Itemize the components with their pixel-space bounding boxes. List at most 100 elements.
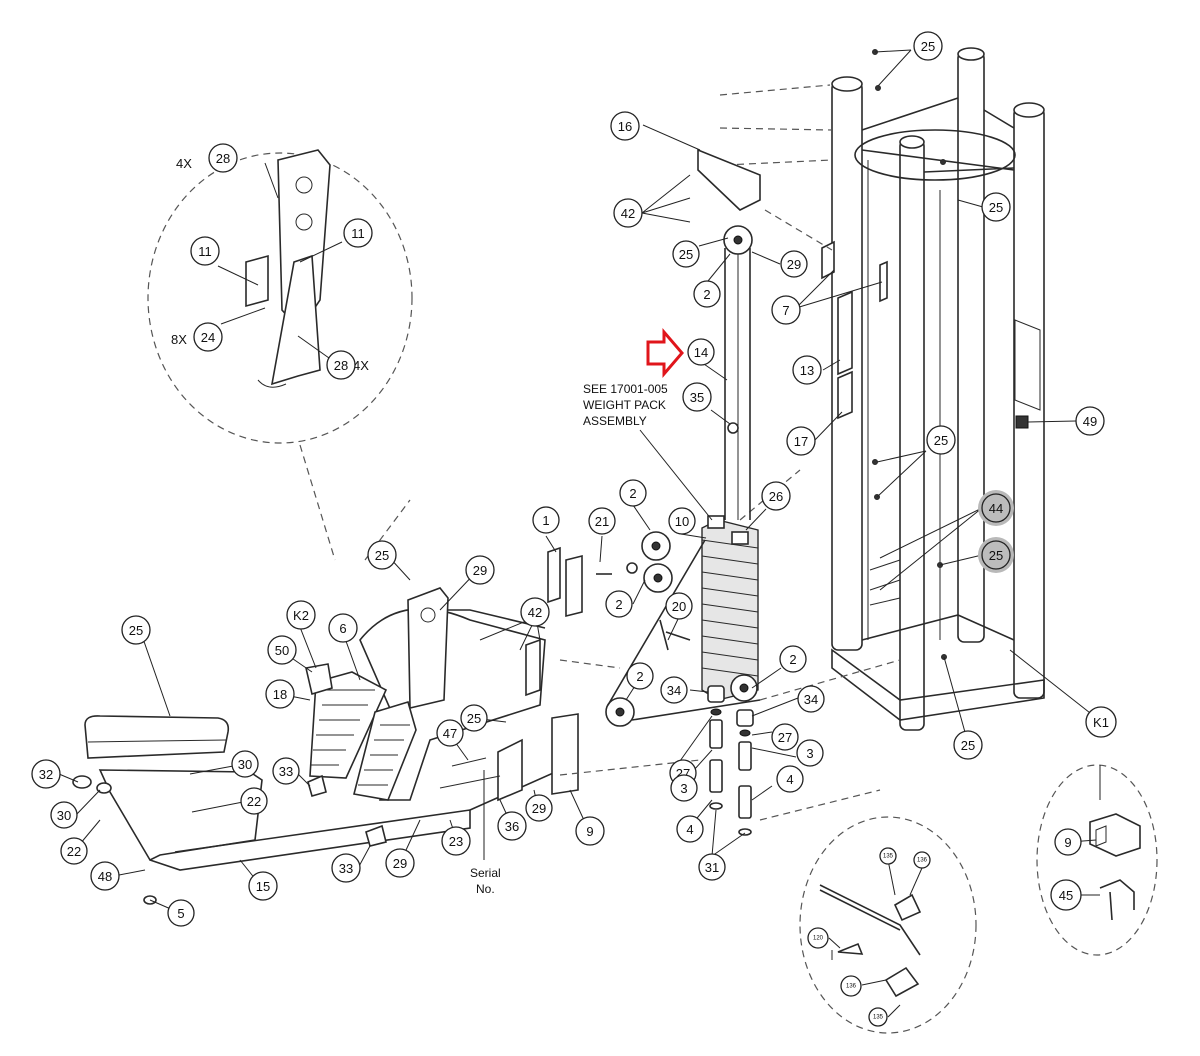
callout-label: 1	[542, 513, 549, 528]
callout-label: 49	[1083, 414, 1097, 429]
callout-circle	[31, 759, 61, 789]
callout-25: 25	[926, 425, 956, 455]
callout-label: 10	[675, 514, 689, 529]
callout-K2: K2	[286, 600, 316, 630]
callout-label: 29	[787, 257, 801, 272]
callout-label: 9	[586, 824, 593, 839]
callout-circle	[780, 250, 808, 278]
callout-circle	[441, 826, 471, 856]
callout-13: 13	[792, 355, 822, 385]
callout-36: 36	[497, 811, 527, 841]
callout-circle	[331, 853, 361, 883]
callout-circle	[326, 350, 356, 380]
callout-circle	[698, 853, 726, 881]
callout-label: 42	[528, 605, 542, 620]
callout-label: 25	[375, 548, 389, 563]
callout-circle	[953, 730, 983, 760]
callout-33: 33	[331, 853, 361, 883]
callout-136: 136	[913, 851, 931, 869]
serial-number-label: Serial No.	[470, 866, 501, 896]
callout-circle	[1085, 706, 1117, 738]
callout-2: 2	[619, 479, 647, 507]
cable-attachment-parts	[819, 884, 922, 998]
callout-circle	[786, 426, 816, 456]
callout-circle	[50, 801, 78, 829]
callout-circle	[436, 719, 464, 747]
callout-135: 135	[879, 847, 897, 865]
callout-circle	[575, 816, 605, 846]
callout-label: 26	[769, 489, 783, 504]
callout-circle	[588, 507, 616, 535]
red-highlight-arrow	[646, 327, 684, 379]
callout-circle	[693, 280, 721, 308]
callout-14: 14	[687, 338, 715, 366]
k1-bracket-detail-circle	[1036, 764, 1158, 956]
callout-25: 25	[981, 192, 1011, 222]
callout-label: 30	[57, 808, 71, 823]
callout-label: 9	[1064, 835, 1071, 850]
callout-47: 47	[436, 719, 464, 747]
callout-circle	[1050, 879, 1082, 911]
callout-circle	[779, 645, 807, 673]
callout-circle	[771, 723, 799, 751]
callout-25: 25	[367, 540, 397, 570]
callout-label: 25	[989, 548, 1003, 563]
callout-label: 11	[351, 226, 365, 241]
callout-circle	[776, 765, 804, 793]
callout-28: 28	[208, 143, 238, 173]
callout-circle	[286, 600, 316, 630]
callout-label: 120	[813, 936, 824, 942]
callout-label: 135	[873, 1015, 884, 1021]
callout-label: 29	[532, 801, 546, 816]
callout-label: 28	[334, 358, 348, 373]
callout-2: 2	[605, 590, 633, 618]
callout-circle	[605, 590, 633, 618]
callout-10: 10	[668, 507, 696, 535]
weight-pack-note: SEE 17001-005 WEIGHT PACK ASSEMBLY	[583, 382, 713, 521]
callout-K1: K1	[1085, 706, 1117, 738]
qty-label-4x-bottom: 4X	[353, 358, 369, 373]
callout-3: 3	[670, 774, 698, 802]
callout-circle	[208, 143, 238, 173]
seat-pad-detail-circle	[147, 152, 413, 444]
callout-label: 13	[800, 363, 814, 378]
callout-circle	[465, 555, 495, 585]
callout-circle	[90, 861, 120, 891]
callout-35: 35	[682, 382, 712, 412]
callout-25: 25	[953, 730, 983, 760]
callout-circle	[613, 198, 643, 228]
seat-detail-leader	[299, 444, 411, 561]
callout-circle	[981, 493, 1011, 523]
callout-circle	[868, 1007, 888, 1027]
callout-circle	[460, 704, 488, 732]
callout-label: 136	[846, 984, 857, 990]
weight-pack-note-line-1: SEE 17001-005	[583, 382, 668, 396]
callout-32: 32	[31, 759, 61, 789]
callout-label: 22	[67, 844, 81, 859]
callout-label: 42	[621, 206, 635, 221]
callout-44: 44	[981, 493, 1011, 523]
callout-circle	[385, 848, 415, 878]
callout-label: 2	[636, 669, 643, 684]
callout-label: 5	[177, 906, 184, 921]
callout-label: 16	[618, 119, 632, 134]
callout-label: 22	[247, 794, 261, 809]
callout-label: 27	[778, 730, 792, 745]
callout-17: 17	[786, 426, 816, 456]
callout-label: 33	[339, 861, 353, 876]
leader-lines	[58, 49, 1101, 1018]
callout-label: 50	[275, 643, 289, 658]
callout-label: 34	[804, 692, 818, 707]
callout-21: 21	[588, 507, 616, 535]
callout-11: 11	[343, 218, 373, 248]
callout-label: 15	[256, 879, 270, 894]
callout-circle	[272, 757, 300, 785]
callout-circle	[981, 540, 1011, 570]
callout-label: 4	[786, 772, 793, 787]
callout-circle	[761, 481, 791, 511]
callout-circle	[670, 774, 698, 802]
callout-label: 6	[339, 621, 346, 636]
callout-circle	[497, 811, 527, 841]
callout-label: 34	[667, 683, 681, 698]
callout-4: 4	[676, 815, 704, 843]
